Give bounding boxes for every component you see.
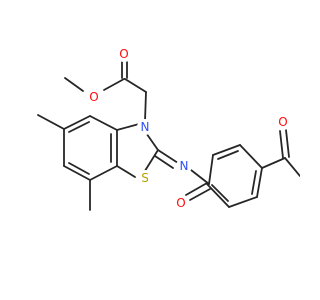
oxygen-label-ester: O — [89, 90, 98, 104]
bond-ch2-n — [144, 91, 147, 122]
bond-s-c7a — [116, 165, 136, 178]
bond-carbonyl-aryl — [208, 154, 214, 185]
nitrogen-label-imine: N — [180, 159, 189, 173]
bond-o-ester-carbon — [103, 78, 125, 91]
atom-o-acetyl: O — [275, 114, 291, 130]
bond-ar3-acetyl — [261, 157, 286, 169]
nitrogen-label-ring: N — [141, 120, 150, 134]
bond-inner-c6-c7 — [68, 162, 90, 175]
bond-inner-c4-c5 — [68, 121, 90, 133]
atom-s-ring: S — [137, 170, 153, 186]
bond-ar5-ar6 — [206, 183, 230, 208]
atom-o-ester: O — [86, 89, 102, 105]
bond-acetyl-co — [279, 130, 284, 159]
atom-n-ring: N — [137, 119, 153, 135]
bond-c5-methyl — [37, 114, 65, 130]
chemical-structure: O O N N S O O — [37, 46, 300, 211]
oxygen-label-amide: O — [176, 196, 185, 210]
bond-inner-ar1-ar2 — [217, 150, 239, 160]
bond-layer — [37, 61, 300, 211]
bond-c2-s — [142, 149, 159, 175]
bond-inner-ar3-ar4 — [251, 170, 257, 195]
oxygen-label-acetyl: O — [278, 115, 287, 129]
bond-ar1-ar2 — [212, 144, 241, 156]
bond-imine-2 — [154, 155, 174, 169]
bond-ester-ch2 — [124, 78, 147, 93]
bond-ar3-ar4 — [256, 167, 263, 198]
bond-methyl-o — [64, 77, 84, 92]
bond-amide-co — [185, 182, 208, 196]
bond-c4-c5 — [63, 115, 91, 130]
sulfur-label-ring: S — [141, 171, 149, 185]
atom-o-amide: O — [173, 195, 189, 211]
bond-c7-c7a — [89, 165, 118, 181]
bond-n-carbonyl — [190, 169, 210, 185]
bond-ar2-ar3 — [239, 144, 263, 169]
bond-c6-c7 — [63, 165, 91, 181]
bond-acetyl-co-2 — [285, 129, 290, 158]
atom-o-carbonyl-top: O — [116, 46, 132, 62]
bond-c3a-c4 — [89, 115, 118, 131]
bond-imine — [157, 149, 179, 164]
oxygen-label-carbonyl-top: O — [119, 47, 128, 61]
bond-inner-ar5-ar6 — [211, 184, 229, 202]
atom-n-imine: N — [176, 158, 192, 174]
bond-acetyl-methyl — [284, 157, 300, 177]
bond-amide-co-2 — [189, 188, 211, 201]
atom-layer: O O N N S O O — [86, 46, 291, 211]
bond-ar4-ar5 — [228, 196, 258, 208]
bond-n-c3a — [116, 123, 140, 131]
